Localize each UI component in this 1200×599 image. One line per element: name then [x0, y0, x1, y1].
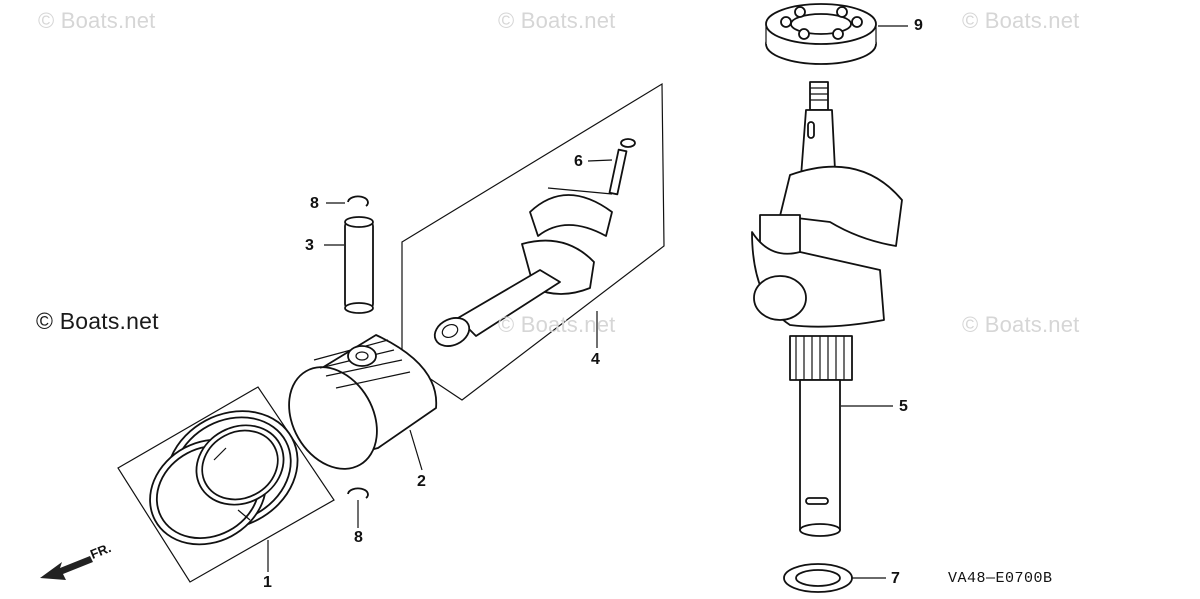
ring-set-outline: [117, 386, 335, 583]
crankshaft: [751, 81, 903, 537]
con-rod-outline: [401, 82, 665, 401]
callout-rod-bolt: 6: [574, 153, 583, 170]
watermark: © Boats.net: [36, 308, 159, 334]
drawing-code: VA48—E0700B: [948, 570, 1053, 587]
piston-rings: [149, 410, 299, 546]
callout-oil-seal: 7: [891, 570, 900, 587]
oil-seal: [783, 563, 853, 593]
piston-pin: [344, 216, 374, 314]
bearing: [765, 3, 877, 65]
callout-crankshaft: 5: [899, 398, 908, 415]
leader-lines: [267, 25, 908, 579]
callout-bearing: 9: [914, 17, 923, 34]
pin-clip-top: [347, 195, 369, 207]
watermark: © Boats.net: [962, 312, 1080, 337]
piston: [288, 334, 438, 470]
callout-pin-clip-top: 8: [310, 195, 319, 212]
watermark: © Boats.net: [498, 312, 616, 337]
connecting-rod: [433, 138, 636, 347]
callout-piston-pin: 3: [305, 237, 314, 254]
front-arrow-icon: [40, 556, 93, 580]
callout-piston-rings: 1: [263, 574, 272, 591]
pin-clip-bottom: [347, 487, 369, 499]
callout-connecting-rod: 4: [591, 351, 600, 368]
callout-piston: 2: [417, 473, 426, 490]
watermark: © Boats.net: [38, 8, 156, 33]
watermark: © Boats.net: [498, 8, 616, 33]
watermark: © Boats.net: [962, 8, 1080, 33]
callout-pin-clip-bottom: 8: [354, 529, 363, 546]
